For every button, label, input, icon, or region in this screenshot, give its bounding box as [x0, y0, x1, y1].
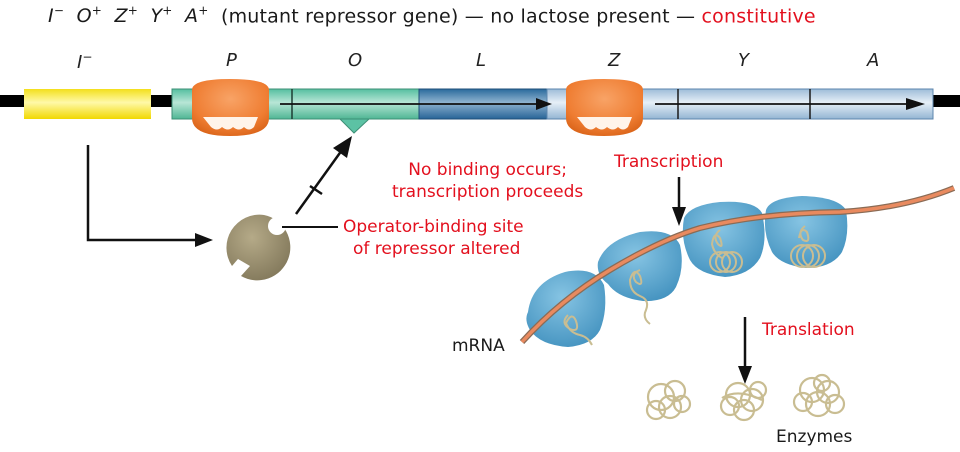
operator-site-annotation: Operator-binding site of repressor alter… — [343, 216, 524, 260]
no-binding-arrow — [294, 149, 344, 215]
mrna-label: mRNA — [452, 336, 505, 356]
translation-arrowhead — [738, 366, 752, 384]
gene-label-z: Z — [608, 50, 621, 71]
transcription-label: Transcription — [614, 152, 724, 172]
enzymes-group — [645, 373, 846, 422]
transcription-arrowhead-2 — [906, 98, 925, 110]
no-binding-arrowhead — [333, 136, 352, 158]
gene-label-l: L — [476, 50, 487, 71]
operator-site-line-1: Operator-binding site — [343, 217, 524, 237]
nascent-polypeptides — [563, 225, 827, 346]
enzyme-1 — [645, 379, 692, 421]
title-outcome: constitutive — [701, 5, 816, 28]
translation-label: Translation — [762, 320, 855, 340]
rna-polymerase-promoter — [192, 79, 269, 136]
figure-title: I− O+ Z+ Y+ A+ (mutant repressor gene) —… — [48, 4, 816, 27]
gene-label-p: P — [226, 50, 237, 71]
transcription-down-arrowhead — [672, 207, 686, 226]
genotype-a: A+ — [185, 4, 209, 28]
no-binding-line-2: transcription proceeds — [392, 182, 584, 202]
genotype-y: Y+ — [150, 4, 173, 28]
ribosome-1 — [526, 270, 606, 347]
no-binding-annotation: No binding occurs; transcription proceed… — [392, 159, 583, 203]
no-binding-line-1: No binding occurs; — [408, 160, 567, 180]
mutant-repressor-protein — [226, 214, 291, 281]
repressor-gene-i — [24, 89, 151, 119]
gene-label-i: I− — [77, 50, 93, 73]
repressor-expression-arrow — [86, 145, 198, 242]
altered-binding-site — [268, 217, 286, 235]
transcription-arrowhead-1 — [536, 98, 552, 110]
genotype-z: Z+ — [114, 4, 138, 28]
enzyme-2 — [719, 380, 768, 422]
operator-site — [338, 118, 371, 134]
block-tick — [309, 184, 323, 196]
operator-site-line-2: of repressor altered — [353, 239, 521, 259]
rna-polymerase-transcribing — [566, 79, 643, 136]
genotype-o: O+ — [76, 4, 102, 28]
title-description: (mutant repressor gene) — no lactose pre… — [220, 5, 696, 28]
gene-label-y: Y — [738, 50, 749, 71]
ribosome-2 — [597, 231, 682, 302]
genotype-i: I− — [48, 4, 65, 28]
enzyme-3 — [792, 373, 846, 418]
repressor-expression-arrowhead — [195, 233, 213, 247]
mrna-strand — [520, 186, 955, 344]
gene-label-a: A — [867, 50, 880, 71]
gene-label-o: O — [348, 50, 363, 71]
enzymes-label: Enzymes — [776, 427, 853, 447]
